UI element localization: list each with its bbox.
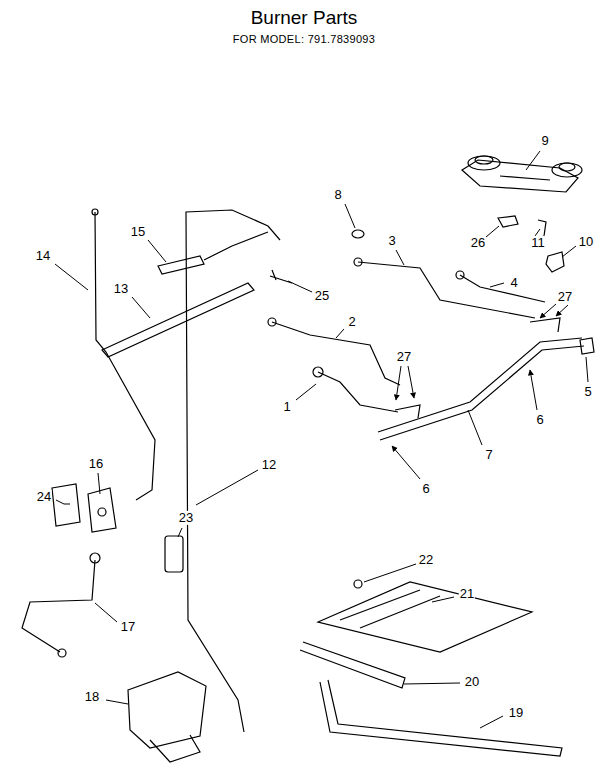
broiler-tube — [300, 642, 405, 688]
igniter — [158, 256, 204, 274]
callout-number: 6 — [535, 413, 544, 427]
callout-number: 3 — [387, 234, 396, 248]
callout-number: 25 — [314, 289, 330, 303]
gas-tube — [22, 560, 95, 652]
callout-number: 1 — [282, 400, 291, 414]
callout-number: 19 — [508, 706, 524, 720]
callout-number: 12 — [261, 458, 277, 472]
callout-number: 23 — [178, 511, 194, 525]
callout-number: 27 — [557, 290, 573, 304]
bracket — [88, 488, 116, 532]
screw — [354, 580, 362, 588]
orifice-ring — [352, 230, 364, 238]
callout-number: 4 — [509, 276, 518, 290]
bracket — [546, 252, 564, 272]
callout-number: 27 — [396, 350, 412, 364]
bracket — [52, 484, 80, 526]
callout-number: 18 — [84, 690, 100, 704]
thermostat-valve — [128, 672, 206, 748]
callout-number: 6 — [421, 482, 430, 496]
callout-number: 17 — [120, 620, 136, 634]
callout-number: 20 — [464, 675, 480, 689]
callout-number: 8 — [333, 188, 342, 202]
callout-number: 5 — [583, 385, 592, 399]
top-burner-assembly — [462, 156, 582, 192]
diagram-title: Burner Parts — [250, 8, 359, 29]
burner-tube — [358, 262, 535, 318]
callout-number: 13 — [113, 282, 129, 296]
callout-number: 26 — [470, 236, 486, 250]
callout-number: 22 — [418, 553, 434, 567]
callout-number: 14 — [35, 249, 51, 263]
callout-number: 2 — [347, 315, 356, 329]
model-caption: FOR MODEL: 791.7839093 — [232, 33, 376, 45]
callout-number: 11 — [530, 236, 546, 250]
callout-number: 16 — [88, 457, 104, 471]
manifold-pipe — [378, 338, 582, 432]
callout-number: 9 — [540, 134, 549, 148]
bracket — [498, 216, 518, 227]
burner-tube — [460, 275, 545, 302]
callout-number: 24 — [36, 490, 52, 504]
valve — [580, 338, 594, 354]
burner-tube — [318, 372, 398, 412]
callout-number: 7 — [484, 448, 493, 462]
callout-number: 21 — [459, 587, 475, 601]
burner-plate — [318, 582, 532, 652]
broiler-burner — [320, 680, 562, 756]
leader-lines — [55, 151, 588, 728]
gas-tube — [186, 210, 280, 732]
spacer-block — [165, 536, 183, 572]
callout-number: 15 — [130, 225, 146, 239]
burner-tube — [272, 322, 400, 385]
callout-number: 10 — [578, 235, 594, 249]
